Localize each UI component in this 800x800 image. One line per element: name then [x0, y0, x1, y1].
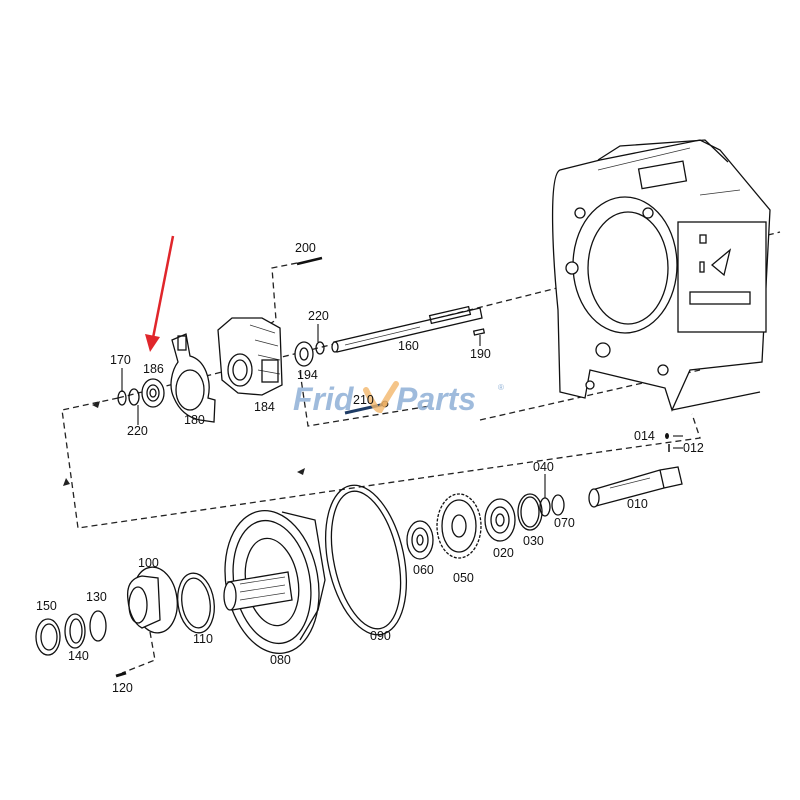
- label-090: 090: [370, 629, 391, 643]
- part-010-shaft[interactable]: [588, 466, 683, 508]
- part-220-oring-right[interactable]: [315, 341, 325, 355]
- label-194: 194: [297, 368, 318, 382]
- part-200-bolt[interactable]: [296, 256, 323, 266]
- label-040: 040: [533, 460, 554, 474]
- label-012: 012: [683, 441, 704, 455]
- highlight-arrow: [145, 235, 175, 352]
- part-194-bearing[interactable]: [294, 341, 314, 367]
- label-160: 160: [398, 339, 419, 353]
- label-080: 080: [270, 653, 291, 667]
- watermark-registered: ®: [498, 383, 504, 392]
- label-050: 050: [453, 571, 474, 585]
- label-210: 210: [353, 393, 374, 407]
- label-100: 100: [138, 556, 159, 570]
- leader-lines: [121, 324, 683, 498]
- label-180: 180: [184, 413, 205, 427]
- label-060: 060: [413, 563, 434, 577]
- part-180-gasket[interactable]: [170, 333, 216, 423]
- label-130: 130: [86, 590, 107, 604]
- label-070: 070: [554, 516, 575, 530]
- watermark-logo: Frid Parts ®: [293, 381, 504, 417]
- part-080-cover[interactable]: [214, 503, 330, 661]
- part-100-flange-cover[interactable]: [126, 564, 182, 635]
- part-labels: 170 186 220 180 184 200 220 194 160 190 …: [36, 241, 704, 695]
- part-070-ring[interactable]: [551, 494, 565, 516]
- part-014-ball[interactable]: [665, 433, 669, 439]
- part-110-gasket[interactable]: [174, 571, 218, 635]
- label-120: 120: [112, 681, 133, 695]
- label-014: 014: [634, 429, 655, 443]
- label-220-left: 220: [127, 424, 148, 438]
- watermark-text-left: Frid: [293, 381, 355, 417]
- part-050-gear[interactable]: [436, 493, 482, 559]
- label-010: 010: [627, 497, 648, 511]
- part-060-bearing[interactable]: [406, 520, 434, 560]
- part-184-pump-housing[interactable]: [217, 317, 283, 396]
- label-184: 184: [254, 400, 275, 414]
- part-120-bolt[interactable]: [115, 671, 127, 678]
- label-020: 020: [493, 546, 514, 560]
- part-090-gasket[interactable]: [313, 478, 419, 642]
- transmission-housing[interactable]: [551, 139, 771, 412]
- part-220-oring-left[interactable]: [128, 388, 140, 406]
- label-150: 150: [36, 599, 57, 613]
- part-140-seal[interactable]: [64, 613, 86, 649]
- part-030-washer[interactable]: [517, 493, 543, 531]
- part-160-shaft[interactable]: [331, 305, 483, 353]
- label-030: 030: [523, 534, 544, 548]
- label-110: 110: [193, 632, 213, 646]
- label-186: 186: [143, 362, 164, 376]
- label-140: 140: [68, 649, 89, 663]
- part-190-key[interactable]: [472, 328, 486, 336]
- part-130-ring[interactable]: [89, 610, 107, 642]
- part-186-bearing[interactable]: [141, 378, 165, 408]
- part-150-race[interactable]: [35, 618, 61, 656]
- label-220-right: 220: [308, 309, 329, 323]
- label-190: 190: [470, 347, 491, 361]
- label-170: 170: [110, 353, 131, 367]
- part-020-bearing[interactable]: [484, 498, 516, 542]
- watermark-text-right: Parts: [396, 381, 476, 417]
- label-200: 200: [295, 241, 316, 255]
